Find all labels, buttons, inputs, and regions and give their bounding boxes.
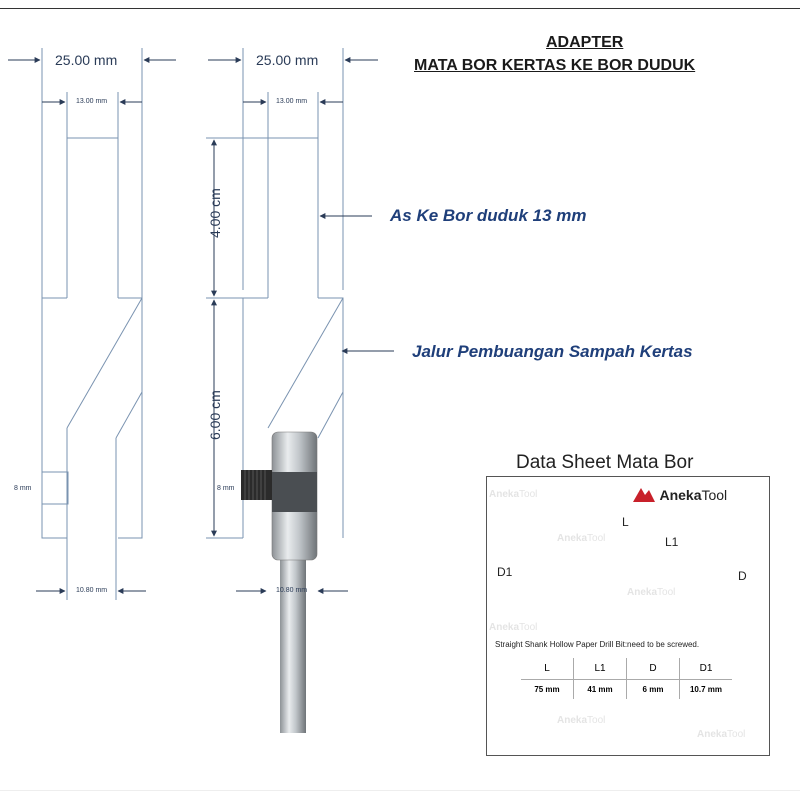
left-width-bottom: 10.80 mm: [76, 587, 108, 594]
left-dimensions: [8, 48, 176, 600]
spec-header-L: L: [521, 658, 574, 680]
datasheet-panel: AnekaTool AnekaTool AnekaTool AnekaTool …: [486, 476, 770, 756]
left-width-inner: 13.00 mm: [76, 98, 108, 105]
dim-L: L: [622, 515, 629, 529]
title-line-2: MATA BOR KERTAS KE BOR DUDUK: [414, 57, 696, 74]
right-width-outer: 25.00 mm: [256, 52, 319, 68]
watermark: AnekaTool: [557, 715, 606, 726]
watermark: AnekaTool: [627, 587, 676, 598]
spec-table: L L1 D D1 75 mm 41 mm 6 mm 10.7 mm: [521, 658, 732, 699]
title-line-1: ADAPTER: [546, 34, 624, 51]
dim-D: D: [738, 569, 747, 583]
right-height-upper: 4.00 cm: [207, 188, 223, 238]
right-width-bottom: 10.80 mm: [276, 587, 308, 594]
watermark: AnekaTool: [697, 729, 746, 740]
watermark: AnekaTool: [557, 533, 606, 544]
annotation-channel: Jalur Pembuangan Sampah Kertas: [412, 342, 693, 361]
spec-value-D1: 10.7 mm: [679, 679, 732, 699]
datasheet-description: Straight Shank Hollow Paper Drill Bit:ne…: [495, 640, 700, 649]
watermark: AnekaTool: [489, 622, 538, 633]
right-dimensions: [206, 48, 394, 594]
watermark: AnekaTool: [489, 489, 538, 500]
right-width-inner: 13.00 mm: [276, 98, 308, 105]
left-width-outer: 25.00 mm: [55, 52, 118, 68]
spec-value-D: 6 mm: [626, 679, 680, 699]
spec-table-header-row: L L1 D D1: [521, 658, 732, 680]
spec-header-D: D: [626, 658, 680, 680]
brand-name-bold: Aneka: [659, 487, 702, 503]
top-rule: [0, 8, 800, 9]
bottom-rule: [0, 790, 800, 791]
dim-L1: L1: [665, 535, 679, 549]
spec-value-L: 75 mm: [521, 679, 574, 699]
left-side-label: 8 mm: [14, 485, 32, 492]
spec-table-value-row: 75 mm 41 mm 6 mm 10.7 mm: [521, 679, 732, 699]
annotation-shaft: As Ke Bor duduk 13 mm: [390, 206, 587, 225]
spec-header-D1: D1: [699, 663, 713, 674]
datasheet-title: Data Sheet Mata Bor: [516, 452, 694, 473]
drill-bit-photo: [241, 431, 318, 733]
right-height-lower: 6.00 cm: [207, 390, 223, 440]
dim-D1: D1: [497, 565, 513, 579]
right-screw-label: 8 mm: [217, 485, 235, 492]
brand-logo: AnekaTool: [633, 487, 727, 505]
spec-header-L1: L1: [573, 658, 627, 680]
brand-logo-icon: [633, 488, 655, 502]
left-adapter-outline: [41, 137, 143, 539]
brand-name-light: Tool: [701, 487, 728, 503]
spec-value-L1: 41 mm: [573, 679, 627, 699]
